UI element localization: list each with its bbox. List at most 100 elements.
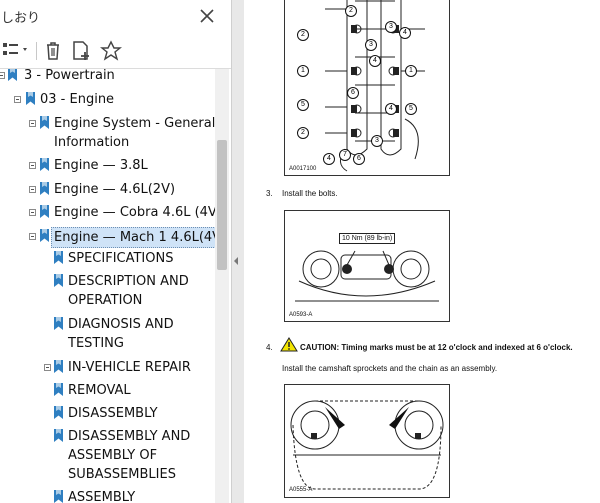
callout-3: 3 [385,21,397,33]
bookmark-label: SUBASSEMBLIES [68,467,176,482]
toolbar-separator [36,42,37,60]
bookmark-icon [54,251,63,264]
figure-chain-sprockets: A0555-A [284,384,450,498]
figure-camshaft-bolt-sequence: 2 3 4 2 3 4 1 1 5 4 5 2 4 7 6 3 6 A00171… [284,0,450,176]
bookmark-item[interactable]: IN-VEHICLE REPAIR [0,357,215,377]
bookmark-icon [40,158,49,171]
panel-divider [231,0,232,503]
close-icon[interactable] [196,5,218,27]
callout-4: 4 [385,103,397,115]
step-number: 4. [266,343,273,352]
expand-bookmark-icon[interactable] [99,39,123,63]
bookmark-label: TESTING [68,336,124,351]
document-page: 2 3 4 2 3 4 1 1 5 4 5 2 4 7 6 3 6 A00171… [244,0,600,503]
collapse-toggle-icon[interactable] [29,120,36,127]
bookmark-label: Engine System - General [54,116,215,131]
sprocket-diagram [295,250,439,302]
bookmark-item[interactable]: 3 - Powertrain [0,69,215,85]
bookmark-label: Information [54,135,130,150]
bookmark-item[interactable]: REMOVAL [0,380,215,400]
bookmarks-toolbar [0,36,231,66]
bookmark-item[interactable]: DISASSEMBLY AND ASSEMBLY OF SUBASSEMBLIES [0,426,215,488]
bookmark-item[interactable]: Engine — Mach 1 4.6L(4V [0,226,215,248]
bookmark-label: SPECIFICATIONS [68,251,174,266]
step-text: Install the bolts. [282,189,338,198]
step-number: 3. [266,189,273,198]
bookmark-label: ASSEMBLY OF [68,448,158,463]
callout-2: 2 [345,5,357,17]
step-text: Install the camshaft sprockets and the c… [282,364,498,373]
collapse-toggle-icon[interactable] [29,186,36,193]
callout-3: 3 [371,135,383,147]
caution-text: CAUTION: Timing marks must be at 12 o'cl… [300,343,573,352]
panel-header: しおり [0,0,231,34]
bookmark-label: Engine — 4.6L(2V) [54,182,176,197]
bookmark-item[interactable]: DESCRIPTION AND OPERATION [0,271,215,311]
bookmark-label: Engine — 3.8L [54,158,148,173]
bookmark-item[interactable]: SPECIFICATIONS [0,248,215,268]
figure-id: A0555-A [289,487,313,493]
bookmark-icon [54,406,63,419]
warning-triangle-icon [280,337,298,352]
torque-label: 10 Nm (89 lb-in) [339,233,396,244]
bookmark-icon [8,69,17,81]
bookmark-item[interactable]: ASSEMBLY [0,487,215,503]
bookmark-label: REMOVAL [68,383,131,398]
bookmark-label: DIAGNOSIS AND [68,317,174,332]
figure-id: A0593-A [289,312,313,318]
callout-5: 5 [297,99,309,111]
bookmark-label: DESCRIPTION AND [68,274,189,289]
collapse-toggle-icon[interactable] [14,96,21,103]
bookmark-item[interactable]: DIAGNOSIS AND TESTING [0,314,215,354]
bookmark-label: DISASSEMBLY AND [68,429,191,444]
bookmark-icon [40,182,49,195]
bookmark-icon [54,317,63,330]
bookmark-label: IN-VEHICLE REPAIR [68,360,191,375]
toolbar-divider [0,68,231,69]
bookmark-icon [54,490,63,503]
figure-bolt-torque: 10 Nm (89 lb-in) A0593-A [284,210,450,322]
bookmark-label: Engine — Cobra 4.6L (4V) [54,205,215,220]
bookmark-icon [26,92,35,105]
bookmark-label: 3 - Powertrain [24,69,115,83]
callout-6: 6 [353,153,365,165]
collapse-toggle-icon[interactable] [29,162,36,169]
bookmark-item[interactable]: Engine — Cobra 4.6L (4V) [0,202,215,222]
collapse-toggle-icon[interactable] [0,72,5,79]
bookmark-label: OPERATION [68,293,143,308]
callout-6: 6 [347,87,359,99]
callout-1: 1 [405,65,417,77]
new-bookmark-icon[interactable] [70,39,94,63]
bookmark-icon [54,429,63,442]
collapse-toggle-icon[interactable] [29,209,36,216]
panel-title: しおり [1,11,41,26]
bookmark-item[interactable]: Engine — 3.8L [0,155,215,175]
bookmark-icon [40,205,49,218]
collapse-toggle-icon[interactable] [44,364,51,371]
engine-diagram [325,0,425,172]
collapse-toggle-icon[interactable] [29,233,36,240]
bookmark-item[interactable]: DISASSEMBLY [0,403,215,423]
bookmark-label: DISASSEMBLY [68,406,158,421]
callout-4: 4 [399,27,411,39]
callout-4: 4 [323,153,335,165]
callout-3: 3 [365,39,377,51]
bookmark-item[interactable]: 03 - Engine [0,89,215,109]
delete-icon[interactable] [42,39,64,63]
callout-1: 1 [297,65,309,77]
bookmark-options-icon[interactable] [2,39,32,63]
bookmark-label: Engine — Mach 1 4.6L(4V [51,227,215,248]
callout-7: 7 [339,149,351,161]
collapse-panel-icon[interactable] [232,256,240,266]
bookmark-label: ASSEMBLY [68,490,136,503]
callout-5: 5 [405,103,417,115]
scrollbar-track[interactable] [215,69,229,503]
bookmark-label: 03 - Engine [40,92,115,107]
callout-4: 4 [369,55,381,67]
scrollbar-thumb[interactable] [217,140,227,270]
bookmark-icon [40,229,49,242]
panel-resize-gutter[interactable] [232,0,244,503]
bookmark-item[interactable]: Engine — 4.6L(2V) [0,179,215,199]
chain-diagram [290,400,444,490]
